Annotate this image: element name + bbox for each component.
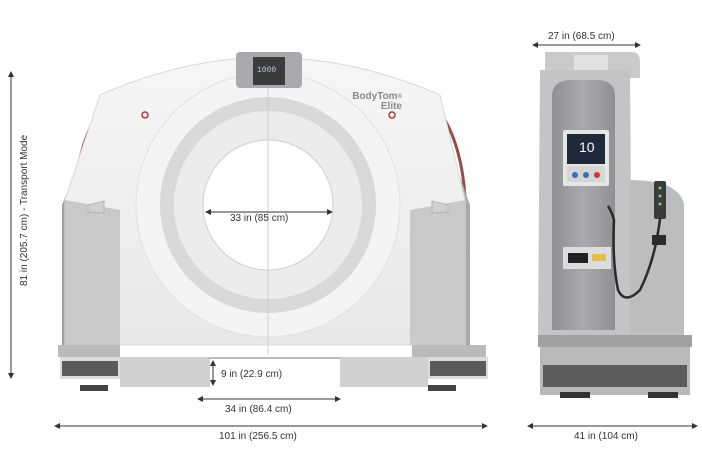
brand-model: Elite: [380, 101, 402, 112]
front-scanner: [58, 52, 488, 391]
brand-reg: ®: [397, 94, 402, 100]
side-top-depth-label: 27 in (68.5 cm): [546, 31, 617, 43]
front-dimension-lines: [8, 71, 488, 429]
bore-dimension-label: 33 in (85 cm): [230, 213, 289, 224]
side-bottom-depth-label: 41 in (104 cm): [572, 431, 640, 443]
overall-width-label: 101 in (256.5 cm): [217, 431, 299, 443]
front-display-readout: 1000: [257, 66, 277, 75]
brand-logo-text: BodyTom® Elite: [338, 92, 402, 112]
brand-name: BodyTom: [352, 91, 398, 102]
height-dimension-label: 81 in (205.7 cm) - Transport Mode: [19, 134, 30, 286]
base-width-label: 34 in (86.4 cm): [223, 404, 294, 416]
ground-clearance-label: 9 in (22.9 cm): [219, 369, 285, 381]
side-display-readout: 10: [579, 139, 595, 155]
side-scanner: [538, 52, 692, 398]
side-dimension-lines: [527, 42, 698, 429]
